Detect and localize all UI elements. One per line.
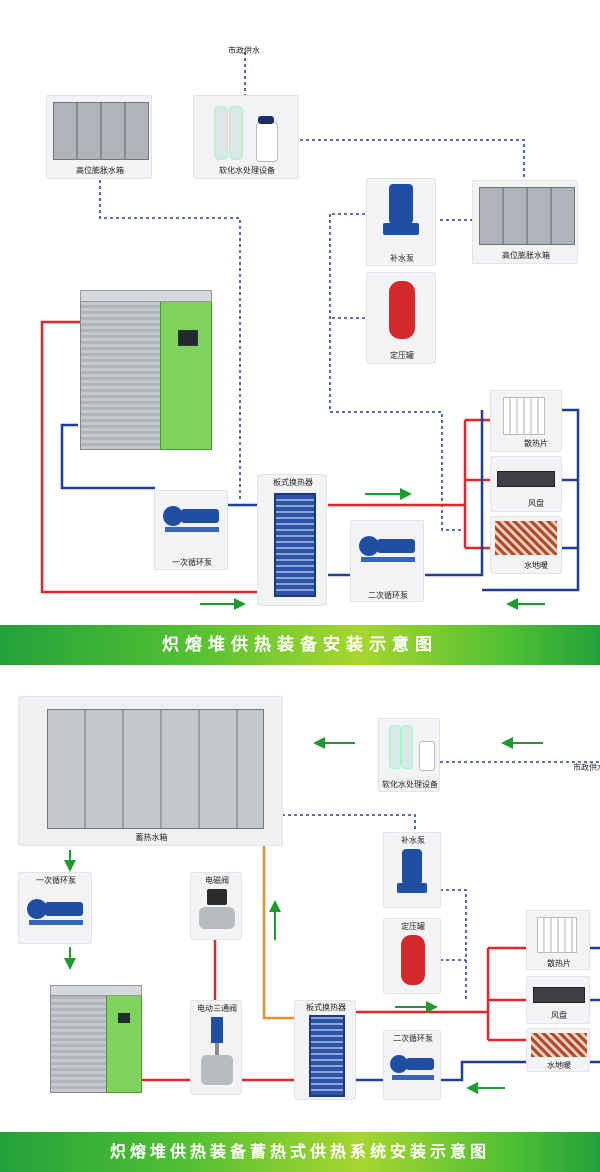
floor-heating-bottom: 水地暖 xyxy=(526,1028,590,1072)
municipal-water-label: 市政供水 xyxy=(228,46,260,55)
makeup-pump-bottom: 补水泵 xyxy=(383,832,441,908)
pressure-tank-icon xyxy=(389,281,415,339)
bottom-flow-arrows xyxy=(64,737,543,1094)
pump-icon xyxy=(27,899,47,919)
plate-exchanger-top-label: 板式换热器 xyxy=(273,478,313,487)
floor-heating-top: 水地暖 xyxy=(490,516,562,574)
valve-actuator-icon xyxy=(211,1017,223,1043)
expansion-tank-right-label: 高位膨胀水箱 xyxy=(502,251,550,260)
water-tank-icon xyxy=(47,709,264,829)
secondary-pump-top: 二次循环泵 xyxy=(350,520,424,602)
heater-unit-bottom xyxy=(50,985,145,1095)
title-banner-top: 炽熔堆供热装备安装示意图 xyxy=(0,625,600,665)
electric-valve-label: 电动三通阀 xyxy=(197,1004,237,1013)
storage-tank: 蓄热水箱 xyxy=(18,696,283,846)
fan-coil-top: 风盘 xyxy=(490,456,562,512)
pump-icon xyxy=(163,506,183,526)
municipal-water-label-bottom: 市政供水 xyxy=(573,763,600,772)
radiator-top: 散热片 xyxy=(490,390,562,452)
radiator-bottom: 散热片 xyxy=(526,910,590,970)
solenoid-valve: 电磁阀 xyxy=(190,872,242,940)
electric-three-way-valve: 电动三通阀 xyxy=(190,1000,242,1095)
plate-exchanger-top: 板式换热器 xyxy=(257,474,327,606)
pump-icon xyxy=(402,849,422,885)
floor-heating-icon xyxy=(531,1033,587,1057)
primary-pump-bottom-label: 一次循环泵 xyxy=(36,876,76,885)
pump-icon xyxy=(359,536,379,556)
fan-coil-icon xyxy=(533,987,585,1003)
softener-label: 软化水处理设备 xyxy=(219,166,275,175)
top-hot-pipes xyxy=(40,320,498,594)
softener-icon xyxy=(214,106,228,160)
water-tank-icon xyxy=(53,102,149,160)
secondary-pump-bottom-label: 二次循环泵 xyxy=(393,1034,433,1043)
softener-icon xyxy=(389,725,401,769)
top-flow-arrows xyxy=(200,488,545,610)
plate-exchanger-icon xyxy=(274,493,316,597)
radiator-bottom-label: 散热片 xyxy=(547,959,571,968)
radiator-icon xyxy=(503,397,545,435)
makeup-pump-top-label: 补水泵 xyxy=(390,254,414,263)
control-panel-icon xyxy=(118,1013,130,1023)
plate-exchanger-bottom-label: 板式换热器 xyxy=(306,1003,346,1012)
expansion-tank-left-label: 高位膨胀水箱 xyxy=(76,166,124,175)
floor-heating-icon xyxy=(495,521,557,555)
makeup-pump-top: 补水泵 xyxy=(366,178,436,266)
pressure-tank-bottom-label: 定压罐 xyxy=(401,922,425,931)
control-panel-icon xyxy=(178,330,198,346)
pressure-tank-bottom: 定压罐 xyxy=(383,918,441,994)
heater-unit-top xyxy=(80,290,215,455)
fan-coil-top-label: 风盘 xyxy=(528,499,544,508)
expansion-tank-left: 高位膨胀水箱 xyxy=(46,95,152,179)
storage-tank-label: 蓄热水箱 xyxy=(135,833,168,842)
valve-icon xyxy=(207,889,227,905)
pressure-tank-top: 定压罐 xyxy=(366,272,436,364)
makeup-pump-bottom-label: 补水泵 xyxy=(401,836,425,845)
floor-heating-bottom-label: 水地暖 xyxy=(547,1061,571,1070)
pump-icon xyxy=(390,1055,408,1073)
primary-pump-top-label: 一次循环泵 xyxy=(172,558,212,567)
bottom-dashed-lines xyxy=(282,761,600,1000)
expansion-tank-right: 高位膨胀水箱 xyxy=(472,180,578,264)
fan-coil-bottom-label: 风盘 xyxy=(551,1011,567,1020)
softener-unit: 软化水处理设备 xyxy=(193,95,299,179)
primary-pump-bottom: 一次循环泵 xyxy=(18,872,92,944)
bottom-supply-pipes xyxy=(262,845,300,1020)
secondary-pump-top-label: 二次循环泵 xyxy=(368,591,408,600)
radiator-top-label: 散热片 xyxy=(524,439,548,448)
fan-coil-icon xyxy=(497,471,555,487)
title-banner-bottom: 炽熔堆供热装备蓄热式供热系统安装示意图 xyxy=(0,1132,600,1172)
softener-bottom: 软化水处理设备 xyxy=(378,718,440,792)
softener-bottom-label: 软化水处理设备 xyxy=(382,780,438,789)
solenoid-valve-label: 电磁阀 xyxy=(205,876,229,885)
fan-coil-bottom: 风盘 xyxy=(526,976,590,1024)
water-tank-icon xyxy=(479,187,575,245)
secondary-pump-bottom: 二次循环泵 xyxy=(383,1030,441,1100)
plate-exchanger-icon xyxy=(309,1015,345,1097)
pump-icon xyxy=(389,184,413,224)
radiator-icon xyxy=(537,917,577,953)
top-dashed-lines xyxy=(99,52,525,531)
plate-exchanger-bottom: 板式换热器 xyxy=(294,1000,356,1100)
top-return-pipes xyxy=(60,408,580,592)
pressure-tank-icon xyxy=(401,935,425,985)
pressure-tank-top-label: 定压罐 xyxy=(390,351,414,360)
primary-pump-top: 一次循环泵 xyxy=(154,490,228,570)
floor-heating-top-label: 水地暖 xyxy=(524,561,548,570)
